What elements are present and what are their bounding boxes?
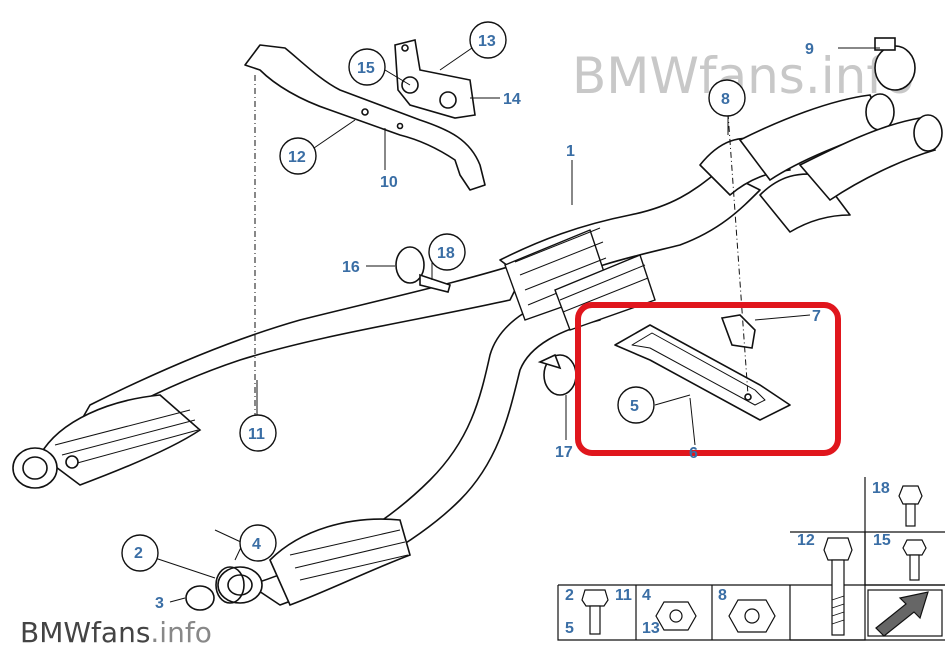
callout-5: 5	[617, 386, 655, 424]
clamp-16	[395, 246, 451, 293]
arrow-icon	[867, 589, 943, 637]
svg-text:7: 7	[812, 308, 821, 325]
svg-text:13: 13	[478, 33, 496, 50]
bolt-2-icon	[581, 589, 609, 635]
bracket-10	[244, 44, 486, 191]
clamp-9	[874, 37, 916, 91]
callout-15: 15	[348, 48, 386, 86]
reference-lines	[254, 75, 749, 420]
callout-7: 7	[812, 308, 821, 325]
svg-text:8: 8	[721, 91, 730, 108]
heat-shield	[614, 324, 791, 421]
svg-text:6: 6	[689, 445, 698, 462]
bolt-18-icon	[898, 485, 923, 527]
highlight-box	[575, 302, 841, 456]
watermark-bottom: BMWfans.info	[20, 616, 212, 649]
svg-text:15: 15	[357, 60, 375, 77]
catalytic-converter-left	[12, 394, 202, 489]
panel-label-15: 15	[873, 532, 891, 549]
svg-text:17: 17	[555, 444, 573, 461]
nut-8-icon	[728, 599, 776, 633]
panel-label-12: 12	[797, 532, 815, 549]
svg-text:11: 11	[248, 426, 265, 443]
callout-12: 12	[279, 137, 317, 175]
callout-17: 17	[555, 444, 573, 461]
panel-label-18: 18	[872, 480, 890, 497]
panel-label-5: 5	[565, 620, 574, 637]
panel-label-13: 13	[642, 620, 660, 637]
callout-18: 18	[428, 233, 466, 271]
bolt-12-icon	[823, 537, 853, 636]
svg-text:4: 4	[252, 536, 261, 553]
callout-14: 14	[503, 91, 521, 108]
callouts: 1 2 3 4 5 6 7 8 9 10 11 12	[121, 21, 821, 612]
catalytic-converter-rear	[738, 93, 943, 202]
catalytic-converter-front	[217, 518, 411, 607]
panel-label-2: 2	[565, 587, 574, 604]
callout-10: 10	[380, 174, 398, 191]
svg-text:2: 2	[134, 545, 143, 562]
svg-text:5: 5	[630, 398, 639, 415]
panel-label-11: 11	[615, 587, 632, 604]
callout-4: 4	[239, 524, 277, 562]
callout-2: 2	[121, 534, 159, 572]
svg-text:16: 16	[342, 259, 360, 276]
callout-16: 16	[342, 259, 360, 276]
svg-text:1: 1	[566, 143, 575, 160]
clamp-17	[537, 353, 577, 396]
rubber-mount	[394, 39, 476, 119]
panel-label-8: 8	[718, 587, 727, 604]
gaskets	[185, 566, 245, 611]
stud-15-icon	[902, 539, 927, 581]
hardware-panels: 18 15 12 2 11 5 4 13 8	[557, 477, 945, 641]
svg-text:18: 18	[437, 245, 455, 262]
svg-text:3: 3	[155, 595, 164, 612]
nut-4-icon	[655, 601, 697, 631]
callout-6: 6	[689, 445, 698, 462]
panel-label-4: 4	[642, 587, 651, 604]
callout-3: 3	[155, 595, 164, 612]
callout-13: 13	[469, 21, 507, 59]
svg-text:12: 12	[288, 149, 306, 166]
svg-text:10: 10	[380, 174, 398, 191]
callout-8: 8	[708, 79, 746, 117]
svg-text:9: 9	[805, 41, 814, 58]
svg-text:14: 14	[503, 91, 521, 108]
callout-11: 11	[239, 414, 277, 452]
callout-1: 1	[566, 143, 575, 160]
callout-9: 9	[805, 41, 814, 58]
bracket-7	[720, 314, 756, 349]
